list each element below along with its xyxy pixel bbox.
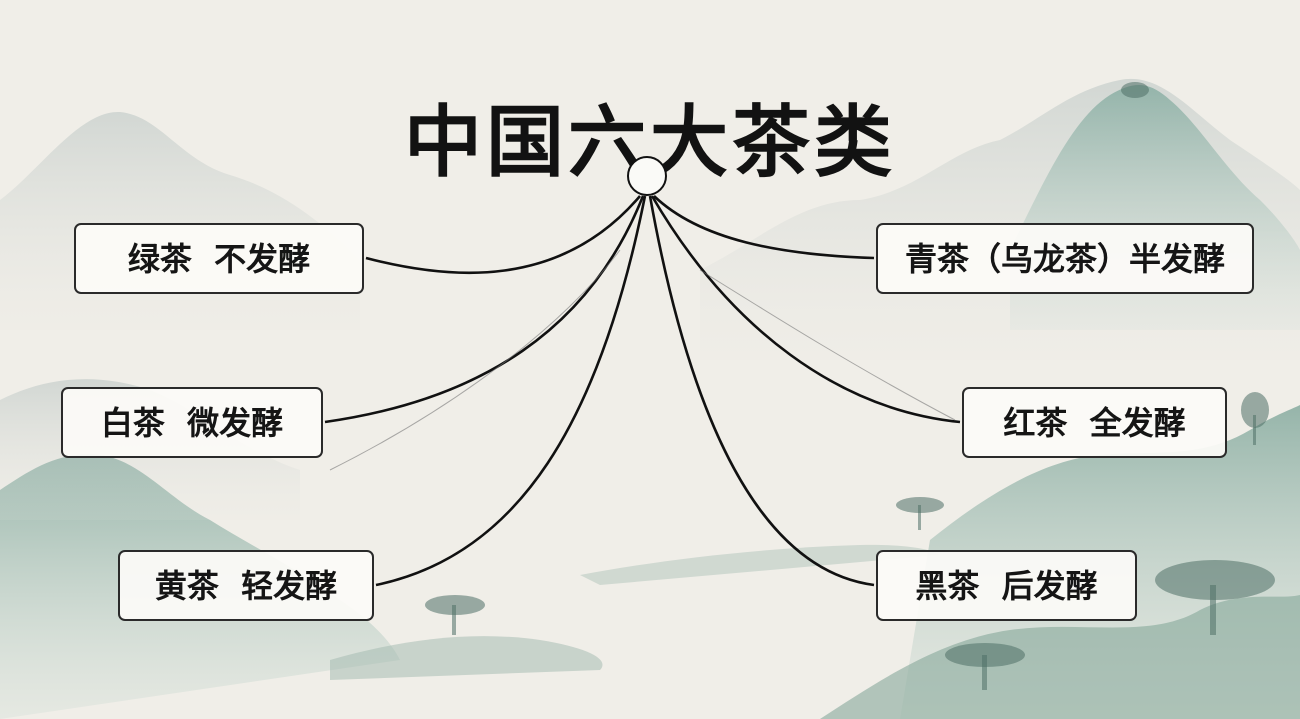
riverbank-mid [580, 544, 940, 585]
node-yellow-tea: 黄茶 轻发酵 [118, 550, 374, 621]
connector-dark [648, 195, 875, 587]
connector-oolong [653, 195, 875, 260]
node-dark-tea: 黑茶 后发酵 [876, 550, 1137, 621]
shore-bottom-right [820, 595, 1300, 719]
connector-green [365, 195, 641, 275]
faint-ink-stroke-right [699, 269, 956, 421]
pine-trees [425, 82, 1275, 690]
shore-bottom-left [330, 636, 603, 680]
node-oolong-tea: 青茶（乌龙茶）半发酵 [876, 223, 1254, 294]
node-green-tea: 绿茶 不发酵 [74, 223, 364, 294]
node-white-tea: 白茶 微发酵 [61, 387, 323, 458]
node-red-tea: 红茶 全发酵 [962, 387, 1227, 458]
connector-red [650, 195, 961, 424]
central-hub-node [627, 156, 667, 196]
connector-white [324, 195, 645, 424]
connector-yellow [375, 195, 647, 587]
faint-ink-stroke-left [329, 249, 621, 471]
